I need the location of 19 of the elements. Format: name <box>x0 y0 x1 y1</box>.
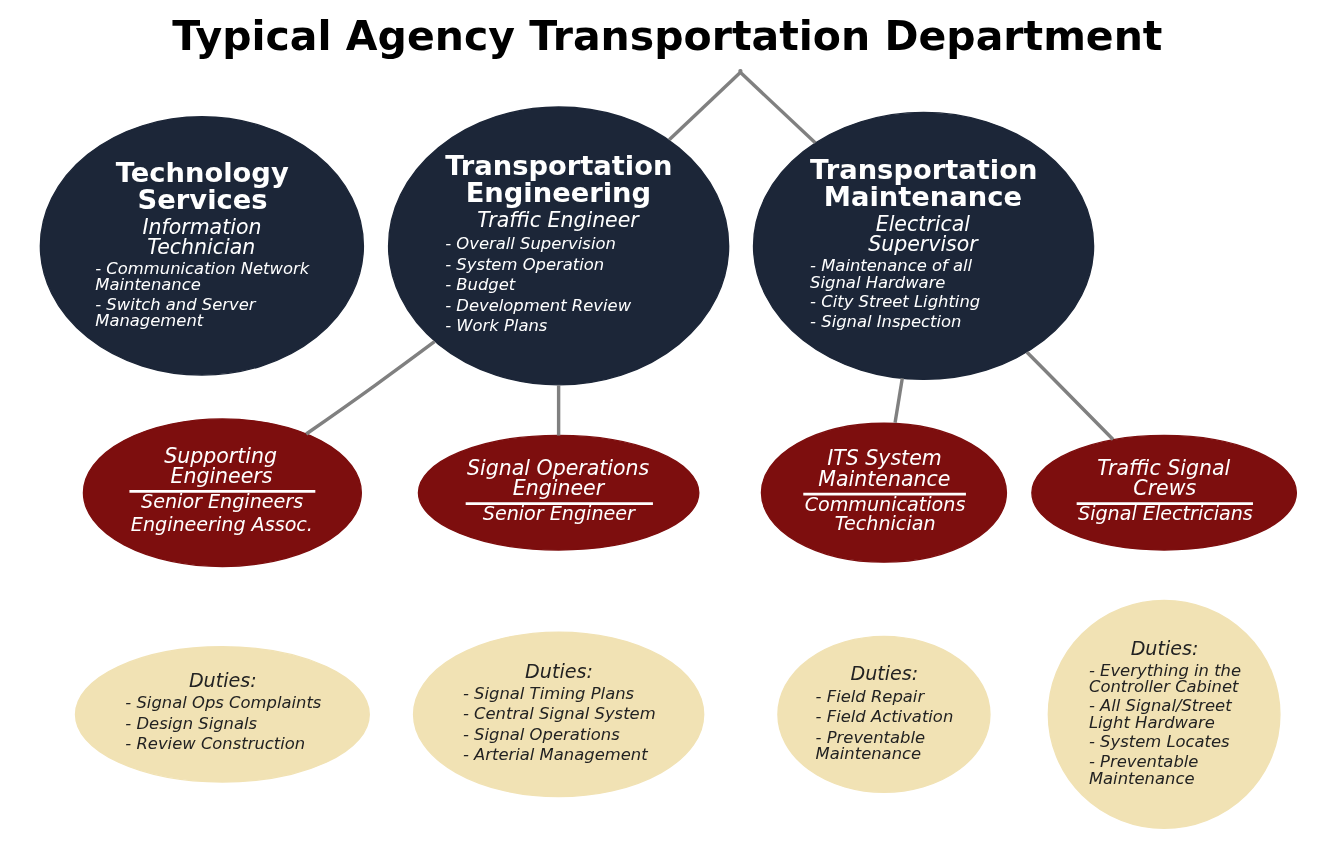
connector <box>667 71 741 142</box>
node-ellipse: Supporting Engineers Senior Engineers Engineering Assoc. <box>82 418 362 568</box>
diagram-title: Typical Agency Transportation Department <box>171 12 1162 61</box>
node-point <box>737 68 743 74</box>
connector <box>1025 351 1114 441</box>
node-ellipse: ITS System Maintenance Communications Technician <box>760 422 1007 563</box>
connector <box>738 71 816 144</box>
connector <box>556 385 560 436</box>
node-ellipse: Technology Services Information Technician - Communication Network Maintenance - Switch and Server Management <box>39 116 364 376</box>
node-ellipse: Transportation Maintenance Electrical Supervisor - Maintenance of all Signal Hardware - City Street Lighting - Signal Inspection <box>752 111 1094 381</box>
node-circle: Duties: - Everything in the Controller Cabinet - All Signal/Street Light Hardware - System Locates - Preventable Maintenance <box>1047 599 1281 830</box>
connector <box>892 377 904 424</box>
node-ellipse: Duties: - Signal Timing Plans - Central Signal System - Signal Operations - Arterial Management <box>412 631 704 798</box>
node-ellipse: Traffic Signal Crews Signal Electricians <box>1030 434 1297 551</box>
node-ellipse: Duties: - Signal Ops Complaints - Design Signals - Review Construction <box>74 646 370 783</box>
connector <box>304 340 435 436</box>
node-ellipse: Transportation Engineering Traffic Engineer - Overall Supervision - System Operation - Budget - Development Review - Work Plans <box>387 106 729 386</box>
node-ellipse: Signal Operations Engineer Senior Engineer <box>417 434 699 551</box>
node-ellipse: Duties: - Field Repair - Field Activation - Preventable Maintenance <box>776 635 991 794</box>
